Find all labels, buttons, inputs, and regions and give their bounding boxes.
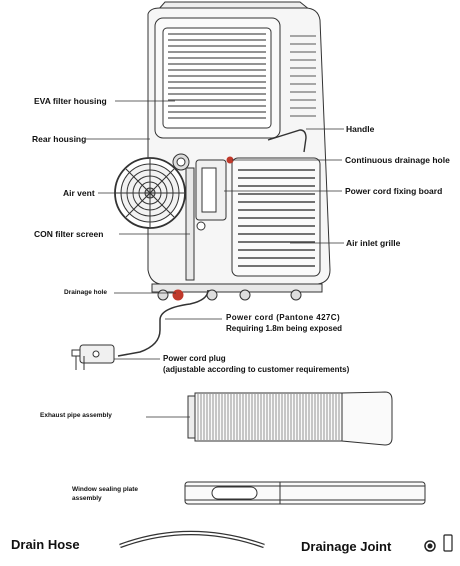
- label-power-cord: Power cord (Pantone 427C): [226, 313, 341, 322]
- label-window-sealing-plate-2: assembly: [72, 495, 102, 502]
- label-air-inlet-grille: Air inlet grille: [346, 238, 401, 248]
- power-cord-shape: [117, 289, 209, 357]
- side-slats-upper: [290, 35, 316, 117]
- air-inlet-grille-shape: [231, 157, 321, 277]
- handle-shape: [267, 129, 307, 153]
- exhaust-pipe-shape: [187, 391, 393, 446]
- label-air-vent: Air vent: [63, 188, 95, 198]
- drainage-joint-icons: [424, 534, 453, 552]
- power-cord-plug-shape: [71, 344, 115, 370]
- window-sealing-plate-shape: [184, 481, 426, 505]
- air-vent-shape: [114, 157, 186, 229]
- label-rear-housing: Rear housing: [32, 134, 87, 144]
- eva-filter-slats: [168, 33, 266, 119]
- label-power-cord-plug: Power cord plug: [163, 354, 226, 363]
- label-power-cord-fixing-board: Power cord fixing board: [345, 186, 443, 196]
- air-conditioner-unit: [114, 1, 331, 357]
- label-eva-filter-housing: EVA filter housing: [34, 96, 107, 106]
- label-drain-hose: Drain Hose: [11, 537, 80, 552]
- label-handle: Handle: [346, 124, 375, 134]
- label-exhaust-pipe-assembly: Exhaust pipe assembly: [40, 412, 112, 419]
- label-con-filter-screen: CON filter screen: [34, 229, 104, 239]
- exhaust-pipe-ribs: [197, 394, 340, 440]
- leader-lines: [86, 100, 344, 418]
- label-window-sealing-plate: Window sealing plate: [72, 486, 139, 493]
- label-drainage-hole: Drainage hole: [64, 289, 107, 296]
- air-inlet-slats: [238, 169, 315, 267]
- label-drainage-joint: Drainage Joint: [301, 539, 392, 554]
- label-power-cord-plug-note: (adjustable according to customer requir…: [163, 365, 350, 374]
- label-continuous-drainage-hole: Continuous drainage hole: [345, 155, 450, 165]
- label-power-cord-note: Requiring 1.8m being exposed: [226, 324, 343, 333]
